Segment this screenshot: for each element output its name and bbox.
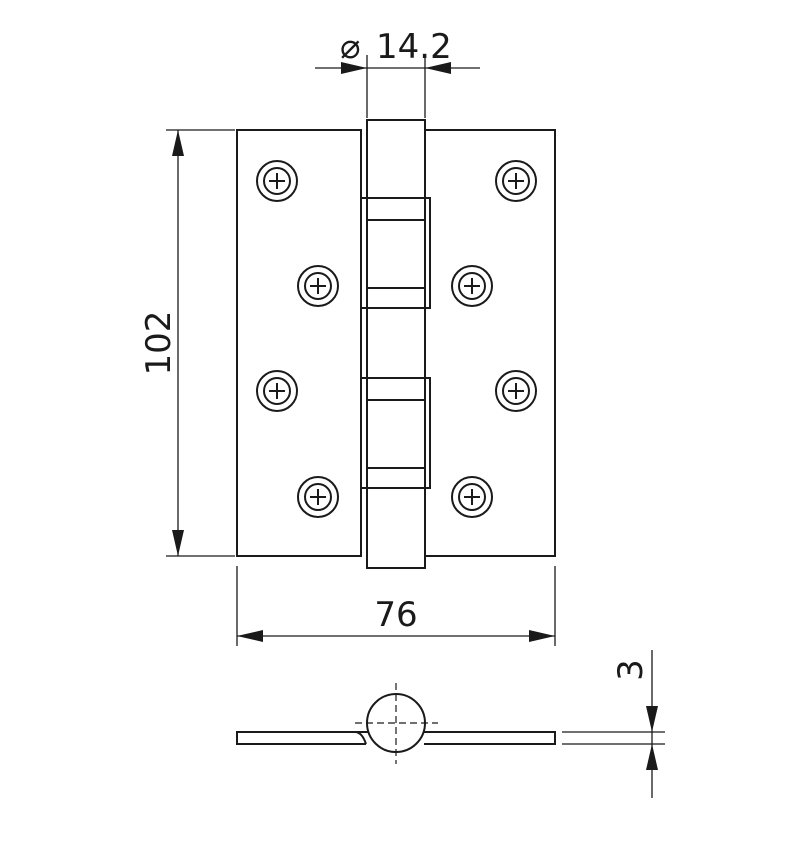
pin-diameter-label: 14.2 bbox=[376, 27, 452, 67]
screw-hole bbox=[256, 160, 298, 202]
diameter-symbol: ⌀ bbox=[340, 27, 360, 67]
knuckle-segments bbox=[361, 197, 431, 489]
width-label: 76 bbox=[374, 595, 417, 635]
height-label: 102 bbox=[139, 311, 179, 376]
width-dimension: 76 bbox=[236, 566, 556, 646]
screw-hole bbox=[256, 370, 298, 412]
pin-diameter-dimension: ⌀ 14.2 bbox=[315, 27, 480, 118]
end-view-right-leaf bbox=[424, 731, 556, 745]
screw-hole bbox=[451, 476, 493, 518]
screw-holes bbox=[256, 160, 537, 518]
screw-hole bbox=[451, 265, 493, 307]
thickness-dimension: 3 bbox=[562, 650, 665, 798]
screw-hole bbox=[297, 476, 339, 518]
height-dimension: 102 bbox=[139, 129, 235, 557]
screw-hole bbox=[495, 370, 537, 412]
end-view bbox=[236, 683, 556, 764]
left-leaf bbox=[236, 129, 362, 557]
screw-hole bbox=[297, 265, 339, 307]
thickness-label: 3 bbox=[611, 659, 651, 681]
right-leaf bbox=[423, 129, 556, 557]
screw-hole bbox=[495, 160, 537, 202]
knuckle-barrel bbox=[366, 119, 426, 569]
end-view-left-leaf bbox=[236, 731, 372, 745]
front-view bbox=[236, 119, 556, 569]
